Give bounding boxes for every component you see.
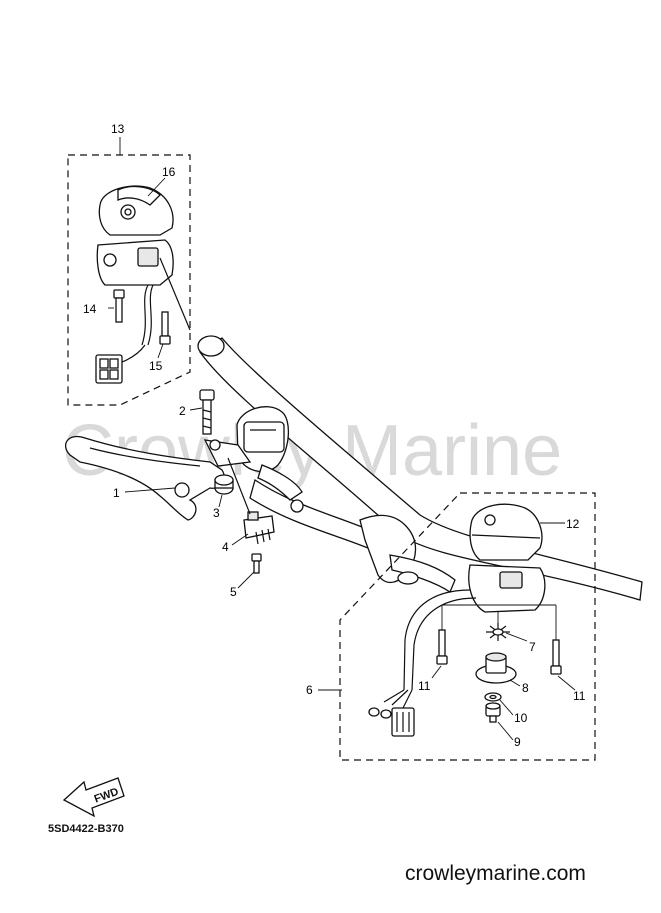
callout-13: 13	[111, 122, 125, 136]
diagram-code: 5SD4422-B370	[48, 823, 124, 835]
callout-9: 9	[514, 735, 521, 749]
callout-12: 12	[566, 517, 580, 531]
right-switch-upper-housing	[469, 503, 543, 561]
pivot-bolt	[199, 389, 215, 435]
callout-15: 15	[149, 359, 163, 373]
callout-6: 6	[306, 683, 313, 697]
left-switch-upper-housing	[98, 185, 174, 236]
left-switch-wiring	[95, 284, 154, 384]
callout-5: 5	[230, 585, 237, 599]
lever-bracket	[203, 439, 252, 467]
callout-7: 7	[529, 640, 536, 654]
right-switch-wiring	[368, 589, 477, 737]
screw-15	[159, 311, 171, 345]
callout-16: 16	[162, 165, 176, 179]
nut	[214, 474, 234, 495]
callouts: 1 2 3 4 5 6 7 8 9 10 11 11 12 13 14 15 1…	[83, 122, 586, 749]
callout-14: 14	[83, 302, 97, 316]
left-switch-lower-housing	[96, 239, 191, 331]
washer	[484, 692, 502, 702]
callout-11-left: 11	[418, 679, 431, 693]
leader-lines	[108, 177, 576, 741]
callout-2: 2	[179, 404, 186, 418]
switch-knob	[475, 652, 517, 684]
callout-1: 1	[113, 486, 120, 500]
screw-14	[113, 289, 125, 323]
right-switch-lower-housing	[468, 564, 546, 613]
screw-11-left	[436, 629, 448, 665]
left-switch-assembly-box	[67, 137, 191, 406]
assembly-guide-lines	[441, 604, 557, 640]
callout-10: 10	[514, 711, 528, 725]
switch-screw	[251, 553, 262, 574]
footer-url: crowleymarine.com	[405, 862, 586, 885]
callout-4: 4	[222, 540, 229, 554]
screw-11-right	[550, 639, 562, 675]
callout-11-right: 11	[573, 689, 586, 703]
callout-8: 8	[522, 681, 529, 695]
brake-switch	[227, 457, 275, 545]
right-switch-assembly-box	[339, 492, 596, 761]
screw-9	[485, 702, 501, 723]
brake-lever	[65, 435, 225, 521]
master-cylinder	[236, 406, 304, 513]
fwd-arrow-icon: FWD	[62, 777, 125, 818]
handlebar	[197, 335, 643, 601]
callout-3: 3	[213, 506, 220, 520]
spring	[486, 623, 510, 641]
